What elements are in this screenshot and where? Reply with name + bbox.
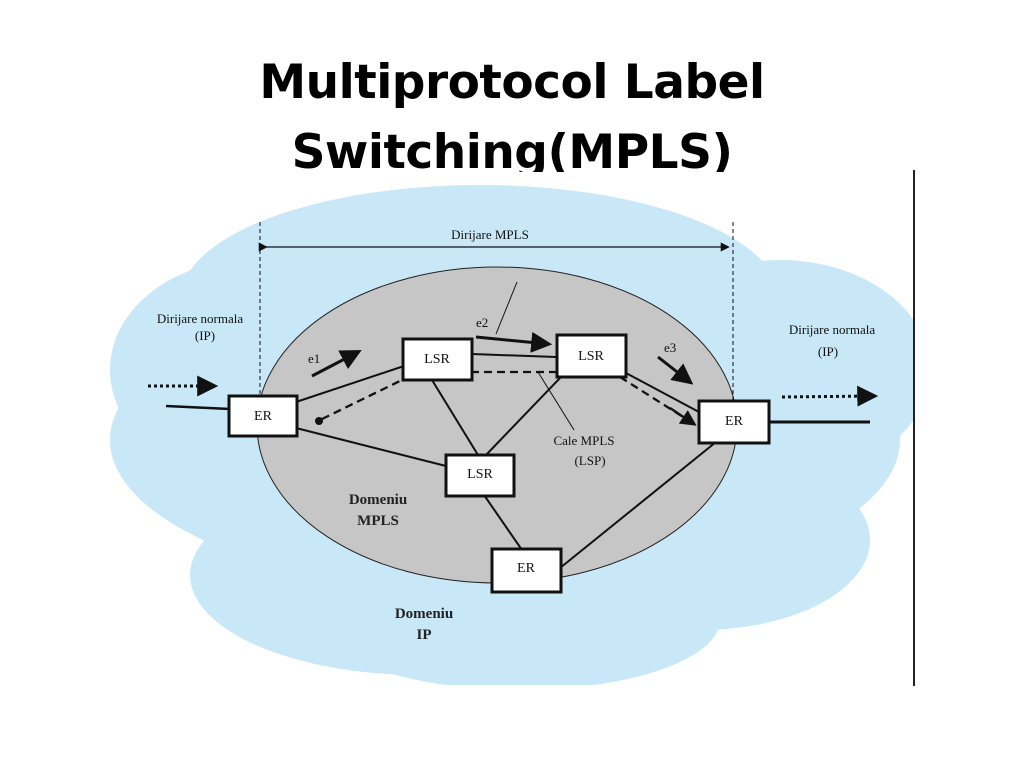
ingress-line (165, 404, 231, 411)
title-line-1: Multiprotocol Label (259, 55, 765, 110)
lsp-label-1: Cale MPLS (553, 433, 614, 448)
flow-arrow-e3 (657, 355, 694, 385)
ip-domain-label-1: Domeniu (395, 606, 453, 622)
left-routing-label-1: Dirijare normala (157, 311, 243, 326)
leader-line-lsp (537, 371, 575, 431)
svg-text:ER: ER (517, 561, 536, 576)
left-routing-label-2: (IP) (195, 328, 215, 343)
mpls-span-label: Dirijare MPLS (451, 227, 529, 242)
flow-label-e2: e2 (476, 315, 488, 330)
router-links (295, 353, 717, 569)
title-line-2: Switching(MPLS) (291, 125, 733, 172)
slide-title: Multiprotocol Label Switching(MPLS) (0, 48, 1024, 172)
node-lsr-top-left: LSR (401, 337, 474, 382)
flow-arrow-e2 (475, 331, 553, 353)
mpls-domain-label-1: Domeniu (349, 492, 407, 508)
lsp-label-2: (LSP) (574, 453, 605, 468)
svg-text:LSR: LSR (578, 349, 604, 364)
right-divider (913, 170, 915, 686)
mpls-domain-ellipse (256, 266, 738, 584)
node-lsr-top-right: LSR (555, 333, 628, 379)
node-er-left: ER (227, 394, 299, 438)
lsp-end-arrow (669, 407, 697, 426)
node-er-right: ER (697, 399, 771, 445)
svg-text:ER: ER (725, 414, 744, 429)
lsp-start-dot (315, 417, 323, 425)
flow-arrow-e1 (311, 350, 362, 378)
leader-line-e2 (495, 281, 518, 335)
title-area: Multiprotocol Label Switching(MPLS) (0, 0, 1024, 172)
node-lsr-middle: LSR (444, 453, 516, 498)
right-routing-label-1: Dirijare normala (789, 322, 875, 337)
svg-text:ER: ER (254, 409, 273, 424)
mpls-domain-label-2: MPLS (357, 513, 399, 529)
ip-domain-label-2: IP (417, 627, 432, 643)
flow-label-e3: e3 (664, 340, 676, 355)
node-er-bottom: ER (490, 547, 563, 594)
svg-text:LSR: LSR (467, 467, 493, 482)
svg-text:LSR: LSR (424, 352, 450, 367)
flow-label-e1: e1 (308, 351, 320, 366)
right-routing-label-2: (IP) (818, 344, 838, 359)
